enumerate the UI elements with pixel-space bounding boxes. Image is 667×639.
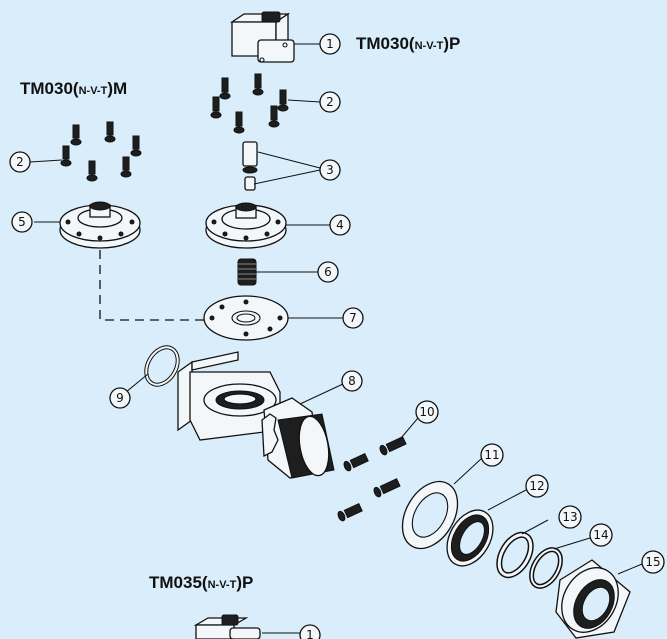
spring: [237, 258, 257, 286]
model-label-tm030m: TM030(N-V-T)M: [20, 79, 128, 98]
dashed-guide-line: [99, 250, 205, 321]
svg-text:1: 1: [326, 37, 334, 51]
svg-text:13: 13: [562, 510, 577, 524]
lock-nut: [446, 509, 494, 567]
model-label-tm035p: TM035(N-V-T)P: [149, 573, 254, 592]
fasteners-right: [337, 436, 407, 522]
callout-12: 12: [525, 474, 549, 498]
callout-1-bottom: 1: [299, 624, 321, 639]
svg-text:11: 11: [484, 448, 499, 462]
flat-gasket: [401, 480, 459, 550]
svg-text:1: 1: [306, 628, 314, 639]
union-nut: [555, 559, 631, 639]
svg-text:8: 8: [348, 374, 356, 388]
svg-text:3: 3: [326, 163, 334, 177]
callout-10: 10: [415, 400, 439, 424]
callout-2-top: 2: [319, 91, 341, 113]
svg-text:4: 4: [336, 218, 344, 232]
callout-11: 11: [480, 443, 504, 467]
solenoid-coil-top: [229, 11, 295, 63]
model-label-tm030p: TM030(N-V-T)P: [356, 34, 461, 53]
svg-text:2: 2: [16, 155, 24, 169]
callout-2-left: 2: [9, 151, 31, 173]
callout-4: 4: [329, 214, 351, 236]
callout-3: 3: [319, 159, 341, 181]
svg-text:12: 12: [529, 479, 544, 493]
bonnet-cover-5: [59, 201, 141, 249]
callout-circles: 1 2 3 4 5 6 7 8 9 10 11 12 13 14 15 2 1: [9, 33, 665, 639]
svg-text:5: 5: [18, 215, 26, 229]
solenoid-coil-bottom: [193, 614, 261, 639]
callout-9: 9: [109, 387, 131, 409]
plunger-parts: [242, 141, 258, 191]
svg-text:15: 15: [645, 555, 660, 569]
callout-7: 7: [342, 307, 364, 329]
svg-text:6: 6: [324, 265, 332, 279]
seal-ring: [529, 547, 563, 589]
svg-text:14: 14: [593, 528, 608, 542]
svg-text:2: 2: [326, 95, 334, 109]
callout-6: 6: [317, 261, 339, 283]
screws-top: [210, 73, 289, 134]
svg-text:9: 9: [116, 391, 124, 405]
screws-left: [60, 121, 142, 182]
callout-1: 1: [319, 33, 341, 55]
washer: [496, 531, 534, 579]
svg-text:7: 7: [349, 311, 357, 325]
valve-body: [177, 351, 335, 479]
callout-13: 13: [558, 505, 582, 529]
diaphragm: [203, 295, 289, 341]
leader-lines: [29, 43, 643, 634]
callout-5: 5: [11, 211, 33, 233]
bonnet-cover-4: [205, 202, 287, 249]
callout-14: 14: [589, 523, 613, 547]
callout-8: 8: [341, 370, 363, 392]
svg-text:10: 10: [419, 405, 434, 419]
callout-15: 15: [641, 550, 665, 574]
o-ring: [144, 345, 180, 387]
